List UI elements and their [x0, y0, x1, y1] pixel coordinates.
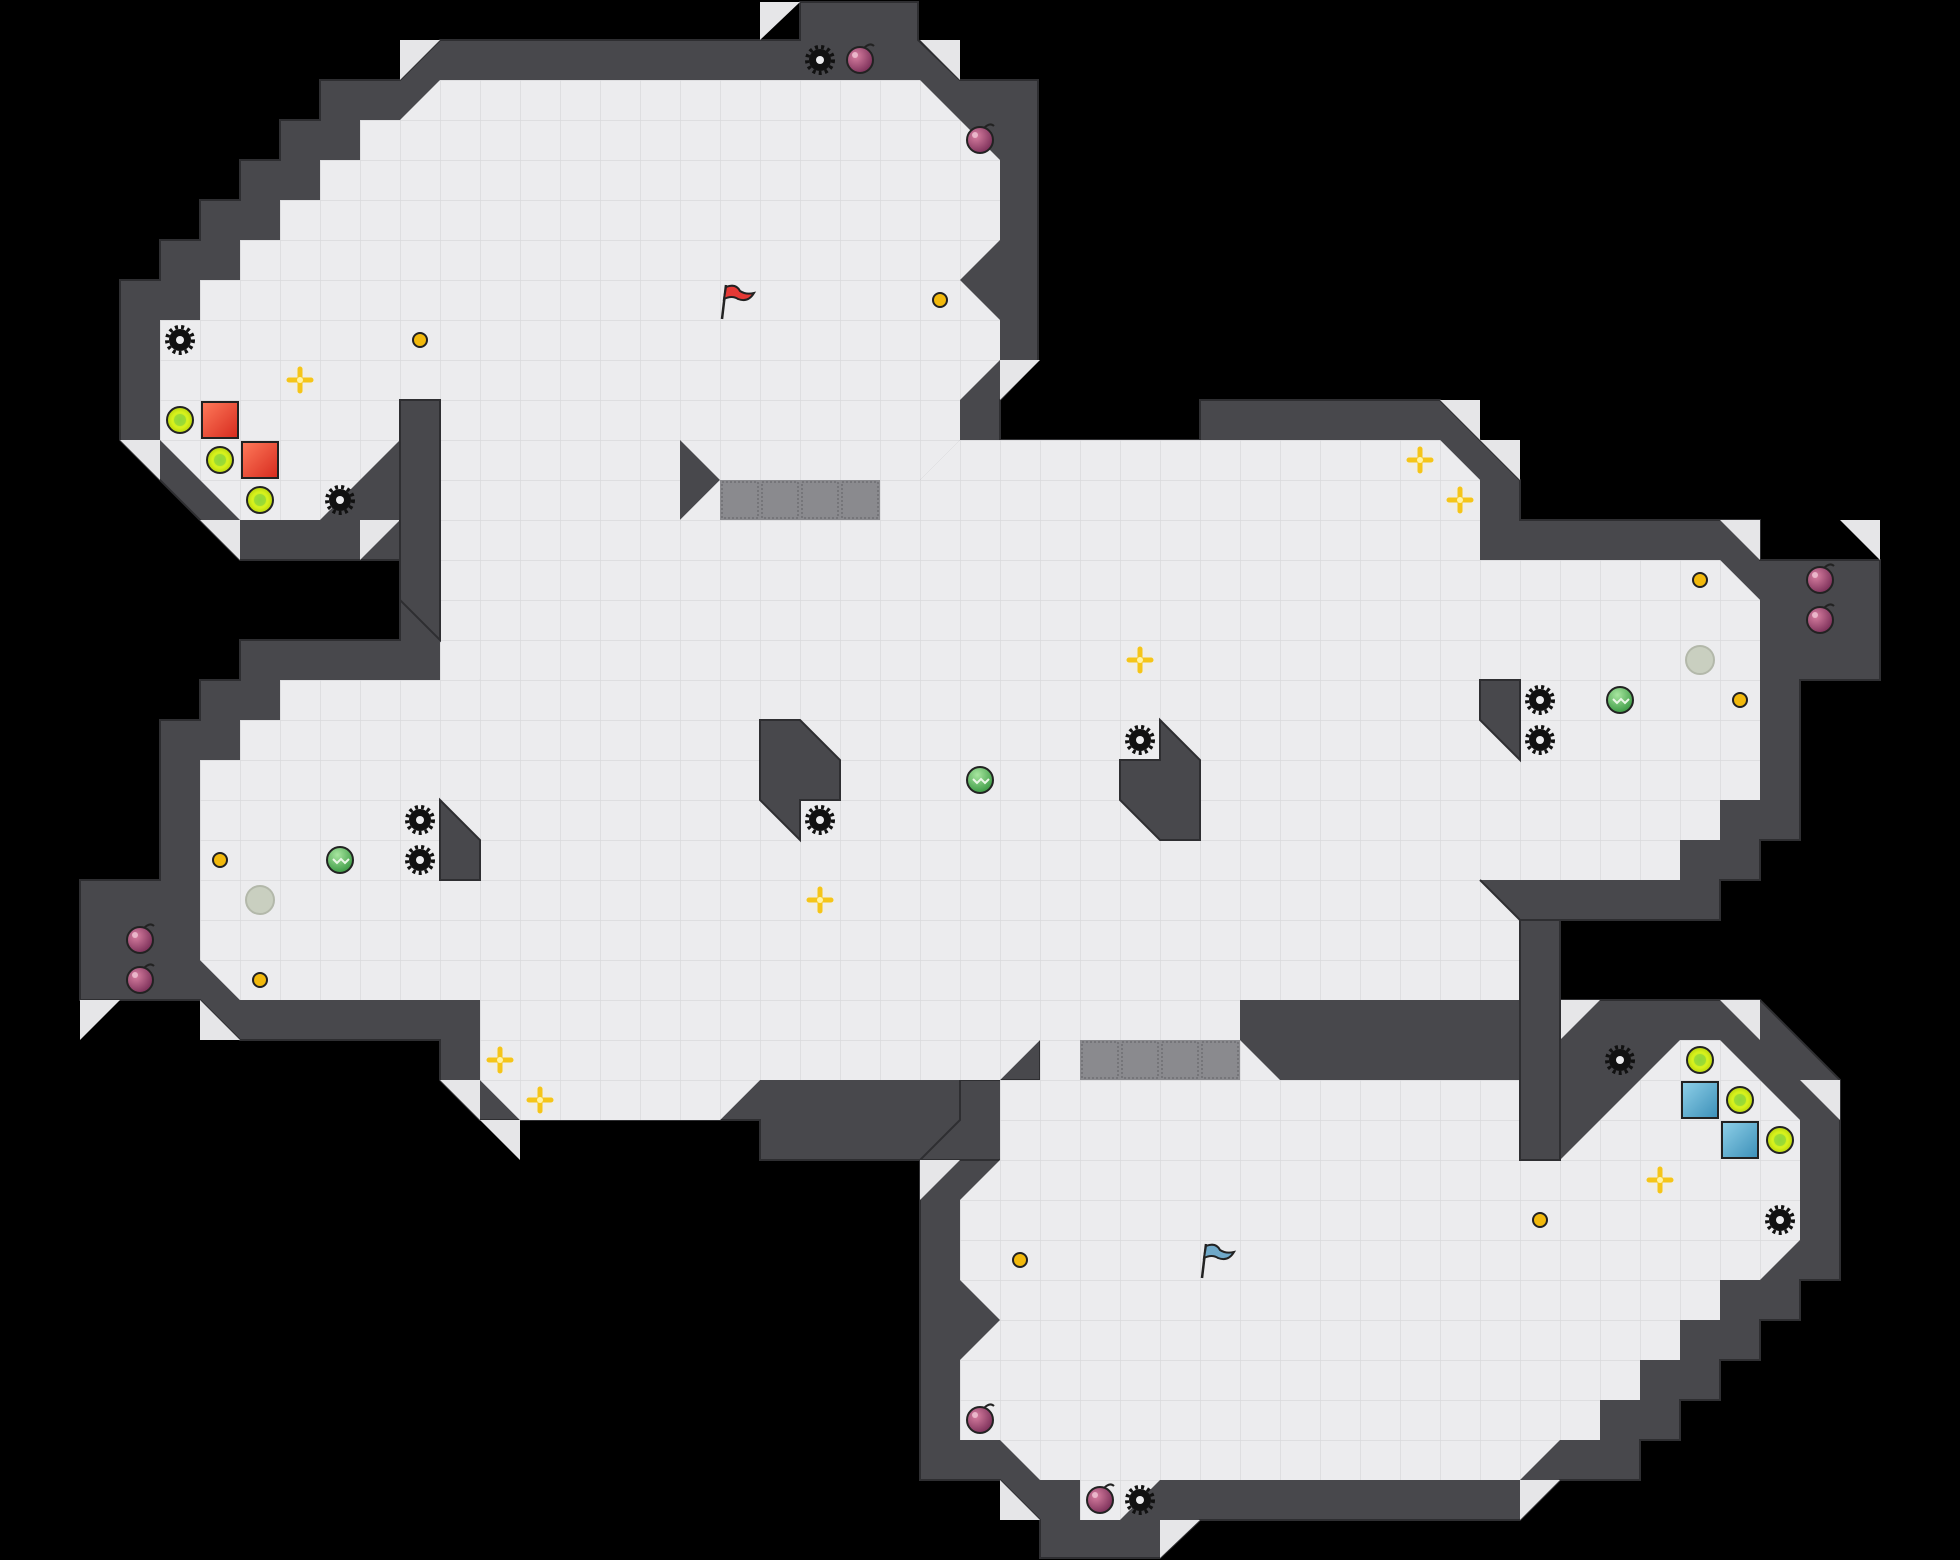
obstacle-east — [1479, 679, 1521, 763]
powerup-icon — [527, 1087, 553, 1113]
powerup-icon — [287, 367, 313, 393]
button-icon — [932, 292, 948, 308]
powerup-icon — [1447, 487, 1473, 513]
team-boost-icon — [326, 846, 354, 874]
boost-icon — [1766, 1126, 1794, 1154]
portal-icon — [245, 885, 275, 915]
powerup-icon — [1647, 1167, 1673, 1193]
team-boost-icon — [1606, 686, 1634, 714]
button-icon — [212, 852, 228, 868]
obstacle-center-right — [1119, 717, 1201, 841]
boost-icon — [206, 446, 234, 474]
gates-south — [1079, 1039, 1241, 1081]
blue-team-tiles — [1681, 1081, 1759, 1159]
red-flag-icon[interactable] — [720, 284, 757, 320]
button-icon — [1012, 1252, 1028, 1268]
obstacle-center-left — [759, 719, 841, 843]
red-team-tiles — [201, 401, 279, 479]
wall-divider-west — [399, 399, 441, 643]
team-boost-icon — [966, 766, 994, 794]
gates-north — [719, 479, 881, 521]
floor-south-east-room — [960, 1040, 1800, 1520]
obstacles — [399, 399, 1561, 1161]
powerup-icon — [487, 1047, 513, 1073]
corner-accents — [80, 2, 1880, 1558]
obstacle-west — [439, 797, 481, 881]
button-icon — [412, 332, 428, 348]
powerup-icon — [807, 887, 833, 913]
portal-icon — [1685, 645, 1715, 675]
boost-icon — [1726, 1086, 1754, 1114]
boost-icon — [1686, 1046, 1714, 1074]
floor-north-west-room — [160, 80, 1000, 520]
powerup-icon — [1127, 647, 1153, 673]
blue-flag-icon[interactable] — [1200, 1243, 1237, 1279]
button-icon — [1692, 572, 1708, 588]
wall-divider-east — [1479, 879, 1561, 1161]
button-icon — [1732, 692, 1748, 708]
powerup-icon — [1407, 447, 1433, 473]
boost-icon — [166, 406, 194, 434]
boost-icon — [246, 486, 274, 514]
button-icon — [1532, 1212, 1548, 1228]
button-icon — [252, 972, 268, 988]
